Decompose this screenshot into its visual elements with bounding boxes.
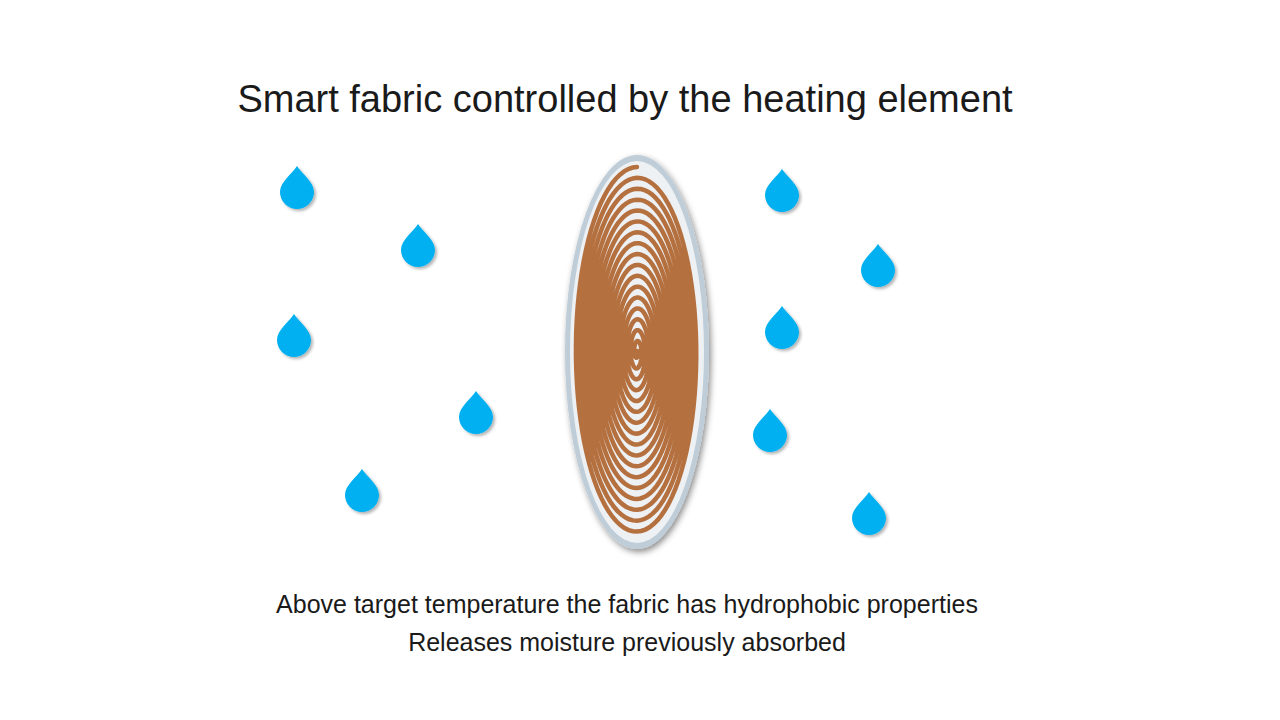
droplet — [765, 306, 799, 349]
caption-line: Releases moisture previously absorbed — [0, 628, 1267, 657]
droplet — [345, 469, 379, 512]
droplet — [852, 492, 886, 535]
slide-title: Smart fabric controlled by the heating e… — [0, 78, 1265, 121]
heating-spiral — [576, 167, 696, 532]
fabric-disc — [570, 161, 704, 543]
droplet — [280, 166, 314, 209]
fabric-rim — [565, 155, 709, 549]
droplet — [401, 224, 435, 267]
droplet — [459, 391, 493, 434]
caption-line: Above target temperature the fabric has … — [0, 590, 1267, 619]
droplet — [861, 244, 895, 287]
droplet — [765, 169, 799, 212]
droplet — [277, 314, 311, 357]
droplet — [753, 409, 787, 452]
heating-element — [565, 155, 709, 549]
